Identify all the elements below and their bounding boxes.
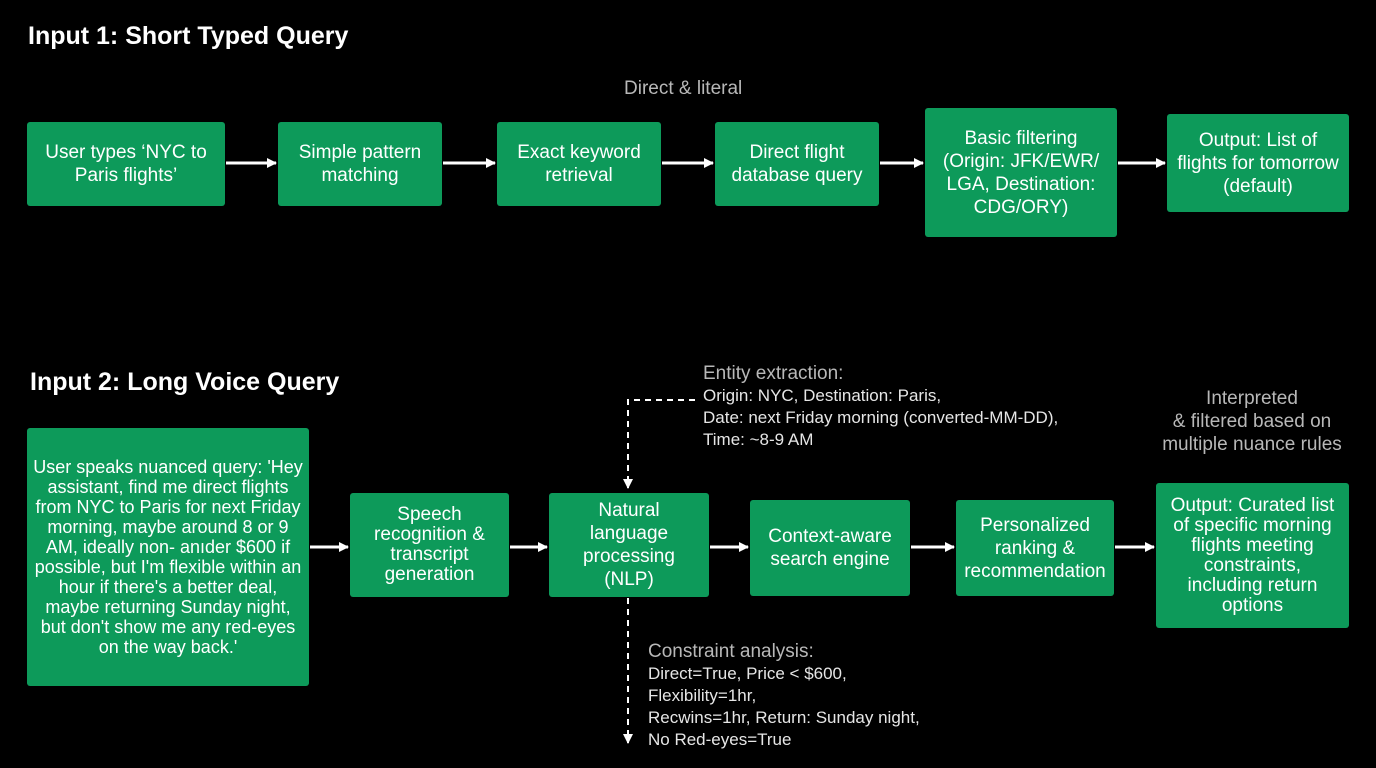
output-annotation-line: Interpreted [1206, 388, 1298, 409]
entity-extraction-line: Time: ~8-9 AM [703, 430, 814, 449]
constraint-analysis-line: Flexibility=1hr, [648, 686, 757, 705]
input2-step-ranking: Personalized ranking & recommendation [956, 500, 1114, 596]
input2-step-output: Output: Curated list of specific morning… [1156, 483, 1349, 628]
constraint-analysis-title: Constraint analysis: [648, 641, 814, 662]
input2-step-user-speaks: User speaks nuanced query: 'Hey assistan… [27, 428, 309, 686]
entity-extraction-line: Date: next Friday morning (converted-MM-… [703, 408, 1059, 427]
input2-step-nlp: Natural language processing (NLP) [549, 493, 709, 597]
constraint-analysis-note: Constraint analysis: Direct=True, Price … [648, 640, 920, 751]
output-annotation-line: multiple nuance rules [1162, 434, 1342, 455]
input2-step-speech-recognition: Speech recognition & transcript generati… [350, 493, 509, 597]
output-annotation-line: & filtered based on [1172, 411, 1332, 432]
input2-step-context-search: Context-aware search engine [750, 500, 910, 596]
entity-extraction-title: Entity extraction: [703, 363, 844, 384]
input1-step-keyword-retrieval: Exact keyword retrieval [497, 122, 661, 206]
entity-extraction-note: Entity extraction: Origin: NYC, Destinat… [703, 362, 1058, 451]
input1-annotation: Direct & literal [624, 78, 743, 99]
input1-heading: Input 1: Short Typed Query [28, 22, 349, 50]
output-annotation: Interpreted & filtered based on multiple… [1152, 387, 1352, 456]
entity-extraction-connector [623, 399, 695, 489]
input1-step-output: Output: List of flights for tomorrow (de… [1167, 114, 1349, 212]
input1-step-basic-filtering: Basic filtering (Origin: JFK/EWR/ LGA, D… [925, 108, 1117, 237]
input1-step-user-types: User types ‘NYC to Paris flights’ [27, 122, 225, 206]
input1-step-database-query: Direct flight database query [715, 122, 879, 206]
constraint-analysis-line: No Red-eyes=True [648, 730, 792, 749]
input1-step-pattern-matching: Simple pattern matching [278, 122, 442, 206]
entity-extraction-line: Origin: NYC, Destination: Paris, [703, 386, 942, 405]
constraint-analysis-line: Recwins=1hr, Return: Sunday night, [648, 708, 920, 727]
input2-heading: Input 2: Long Voice Query [30, 368, 340, 396]
constraint-analysis-line: Direct=True, Price < $600, [648, 664, 847, 683]
